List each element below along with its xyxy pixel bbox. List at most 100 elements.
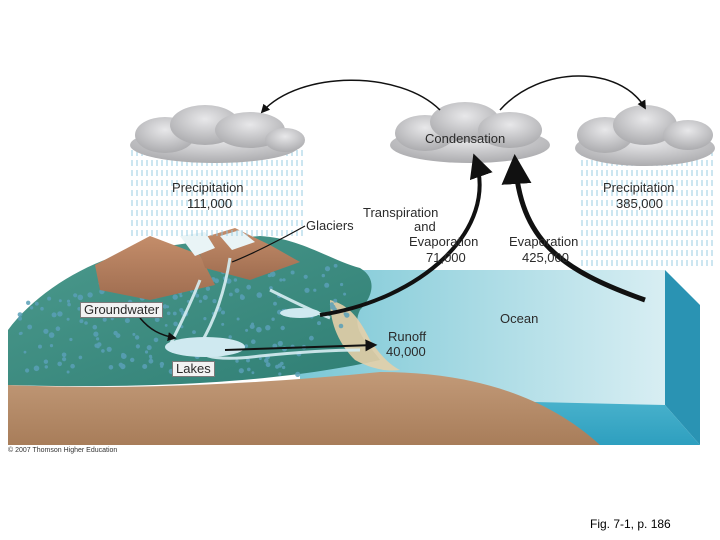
tree bbox=[259, 357, 262, 360]
tree bbox=[173, 321, 178, 327]
cloud-right bbox=[575, 105, 715, 166]
tree bbox=[267, 273, 272, 278]
tree bbox=[304, 287, 310, 293]
tree bbox=[256, 326, 262, 333]
tree bbox=[214, 278, 220, 284]
tree bbox=[317, 321, 321, 326]
tree bbox=[282, 278, 286, 282]
tree bbox=[269, 286, 273, 290]
tree bbox=[108, 365, 114, 370]
tree bbox=[251, 371, 255, 375]
tree bbox=[281, 365, 286, 370]
tree bbox=[195, 293, 200, 298]
value-precipitation-left: 111,000 bbox=[187, 196, 233, 211]
tree bbox=[205, 286, 211, 291]
tree bbox=[18, 316, 22, 321]
cloud-left bbox=[130, 105, 305, 163]
tree bbox=[19, 331, 23, 335]
lakes-water bbox=[165, 308, 320, 357]
tree bbox=[142, 364, 148, 369]
tree bbox=[228, 335, 232, 339]
tree bbox=[57, 311, 63, 317]
tree bbox=[132, 332, 136, 336]
tree bbox=[236, 317, 240, 321]
tree bbox=[303, 274, 308, 279]
soil-layer bbox=[8, 372, 600, 445]
tree bbox=[179, 308, 184, 313]
tree bbox=[234, 288, 240, 293]
label-ocean: Ocean bbox=[500, 311, 539, 326]
tree bbox=[27, 324, 33, 330]
tree bbox=[221, 322, 225, 326]
arrow-condensation-to-left-cloud bbox=[260, 79, 441, 114]
tree bbox=[273, 301, 277, 306]
tree bbox=[172, 311, 177, 316]
tree bbox=[154, 317, 160, 323]
tree bbox=[279, 278, 283, 282]
tree bbox=[233, 278, 238, 282]
tree bbox=[113, 330, 118, 336]
tree bbox=[73, 293, 78, 298]
tree bbox=[198, 299, 203, 303]
tree bbox=[192, 330, 196, 334]
tree bbox=[144, 350, 149, 354]
tree bbox=[265, 325, 271, 331]
cloud-center bbox=[390, 102, 550, 163]
tree bbox=[78, 355, 83, 360]
tree bbox=[277, 340, 283, 347]
arrow-glaciers bbox=[231, 225, 306, 263]
tree bbox=[321, 273, 325, 278]
label-transpiration-evaporation: Evaporation bbox=[409, 234, 479, 249]
tree bbox=[87, 292, 93, 298]
tree bbox=[290, 270, 295, 275]
tree bbox=[101, 349, 105, 353]
label-transpiration: Transpiration bbox=[363, 205, 439, 220]
tree bbox=[130, 357, 135, 363]
tree bbox=[212, 299, 217, 304]
tree bbox=[77, 294, 84, 301]
tree bbox=[272, 343, 278, 349]
tree bbox=[239, 295, 245, 300]
tree bbox=[58, 299, 62, 303]
tree bbox=[251, 322, 254, 326]
tree bbox=[148, 358, 154, 364]
tree bbox=[43, 328, 49, 334]
label-groundwater: Groundwater bbox=[80, 302, 164, 318]
tree bbox=[333, 263, 338, 268]
tree bbox=[229, 292, 233, 297]
rain-right bbox=[578, 150, 713, 270]
tree bbox=[256, 292, 263, 298]
copyright-credit: © 2007 Thomson Higher Education bbox=[8, 447, 118, 454]
tree bbox=[66, 317, 70, 321]
tree bbox=[246, 284, 252, 290]
arrow-transpiration bbox=[319, 153, 493, 317]
tree bbox=[17, 312, 23, 317]
tree bbox=[70, 363, 75, 369]
tree bbox=[135, 344, 140, 349]
tree bbox=[313, 288, 317, 292]
tree bbox=[55, 326, 61, 332]
tree bbox=[343, 292, 347, 296]
tree bbox=[153, 337, 159, 343]
tree bbox=[235, 359, 239, 363]
tree bbox=[84, 321, 88, 325]
tree bbox=[309, 335, 314, 341]
tree bbox=[57, 361, 62, 367]
tree bbox=[23, 350, 27, 354]
tree bbox=[246, 358, 250, 363]
tree bbox=[226, 278, 232, 284]
tree bbox=[166, 311, 171, 316]
value-runoff: 40,000 bbox=[386, 344, 426, 359]
label-evaporation: Evaporation bbox=[509, 234, 579, 249]
tree bbox=[245, 328, 249, 332]
tree bbox=[26, 300, 31, 305]
tree bbox=[247, 367, 251, 372]
tree bbox=[340, 282, 344, 287]
tree bbox=[40, 306, 44, 311]
tree bbox=[67, 302, 71, 307]
tree bbox=[79, 319, 84, 324]
tree bbox=[121, 353, 127, 360]
tree bbox=[62, 357, 67, 362]
label-condensation: Condensation bbox=[425, 131, 506, 146]
